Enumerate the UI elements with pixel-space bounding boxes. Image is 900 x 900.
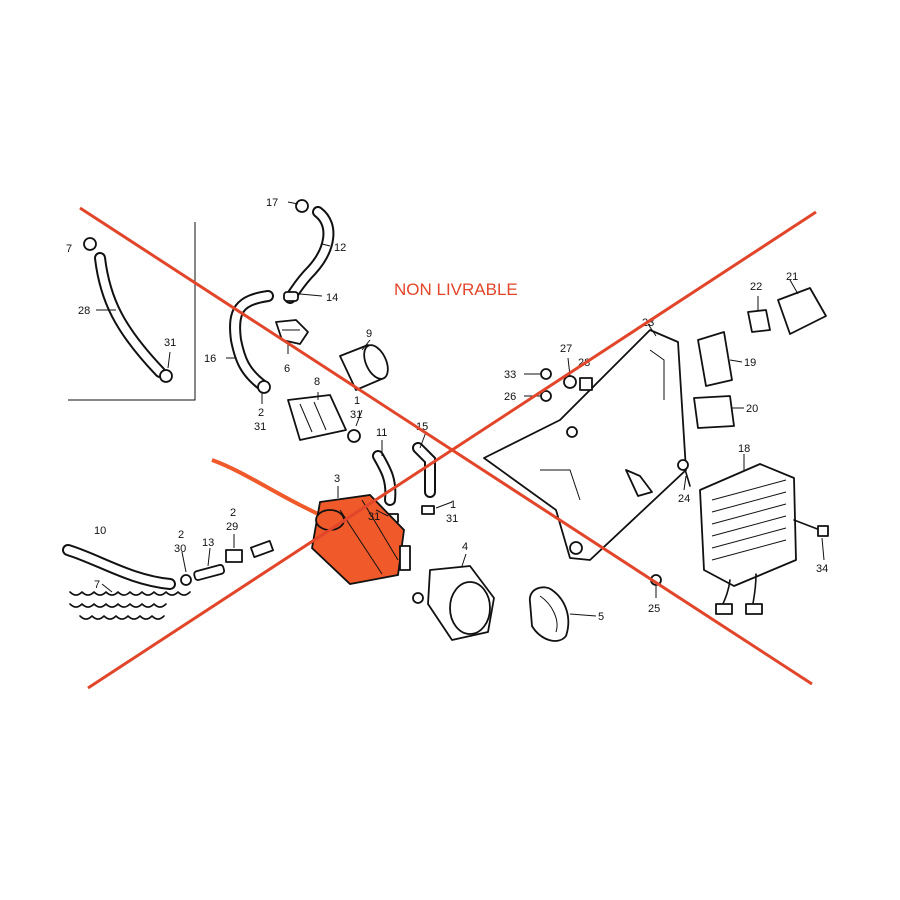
label-5: 5	[598, 611, 604, 623]
label-9: 9	[366, 328, 372, 340]
label-33: 33	[504, 369, 516, 381]
label-31b: 31	[350, 409, 362, 421]
label-1b: 1	[450, 499, 456, 511]
label-24: 24	[678, 493, 690, 505]
cross-out-mark	[79, 206, 817, 690]
bolt-24	[677, 459, 691, 487]
label-16: 16	[204, 353, 216, 365]
label-3: 3	[334, 473, 340, 485]
label-14: 14	[326, 292, 338, 304]
label-2b: 2	[178, 529, 184, 541]
hose-16	[229, 290, 274, 394]
label-21: 21	[786, 271, 798, 283]
bolt-34	[793, 519, 829, 537]
label-26: 26	[504, 391, 516, 403]
leader-lines	[96, 201, 825, 617]
fasteners-top-center	[540, 368, 593, 402]
label-28: 28	[78, 305, 90, 317]
label-31c: 31	[254, 421, 266, 433]
label-11: 11	[376, 427, 387, 439]
label-31e: 31	[368, 511, 380, 523]
label-19: 19	[744, 357, 756, 369]
label-34: 34	[816, 563, 828, 575]
fitting-13	[180, 564, 226, 586]
label-13: 13	[202, 537, 214, 549]
label-22: 22	[750, 281, 762, 293]
label-8: 8	[314, 376, 320, 388]
label-27: 27	[560, 343, 572, 355]
label-6: 6	[284, 363, 290, 375]
label-29: 29	[226, 521, 238, 533]
hose-11	[372, 450, 397, 506]
hose-28	[83, 237, 173, 383]
non-livrable-stamp: NON LIVRABLE	[394, 280, 518, 299]
fitting-29	[225, 539, 275, 563]
bracket-4	[412, 565, 495, 641]
label-10: 10	[94, 525, 106, 537]
label-30: 30	[174, 543, 186, 555]
part-22	[747, 309, 771, 333]
regulator-18	[699, 463, 797, 615]
label-25: 25	[648, 603, 660, 615]
label-2a: 2	[258, 407, 264, 419]
part-9	[339, 344, 389, 391]
label-20: 20	[746, 403, 758, 415]
clamp-5	[529, 586, 570, 642]
label-7b: 7	[66, 243, 72, 255]
label-31a: 31	[164, 337, 176, 349]
label-31d: 31	[446, 513, 458, 525]
fuel-filter-8	[287, 394, 361, 443]
label-17: 17	[266, 197, 278, 209]
label-7: 7	[94, 579, 100, 591]
nut-31b	[421, 505, 435, 515]
part-20	[693, 395, 735, 429]
part-21	[777, 287, 827, 335]
spiral-7	[69, 591, 191, 620]
label-18: 18	[738, 443, 750, 455]
label-12: 12	[334, 242, 346, 254]
hose-12	[283, 199, 335, 304]
label-1a: 1	[354, 395, 360, 407]
clip-6	[275, 319, 309, 345]
label-2c: 2	[230, 507, 236, 519]
label-4: 4	[462, 541, 468, 553]
hose-10	[62, 544, 176, 590]
fuel-pump-3	[211, 458, 411, 585]
hose-15	[412, 442, 436, 498]
part-19	[697, 331, 733, 387]
